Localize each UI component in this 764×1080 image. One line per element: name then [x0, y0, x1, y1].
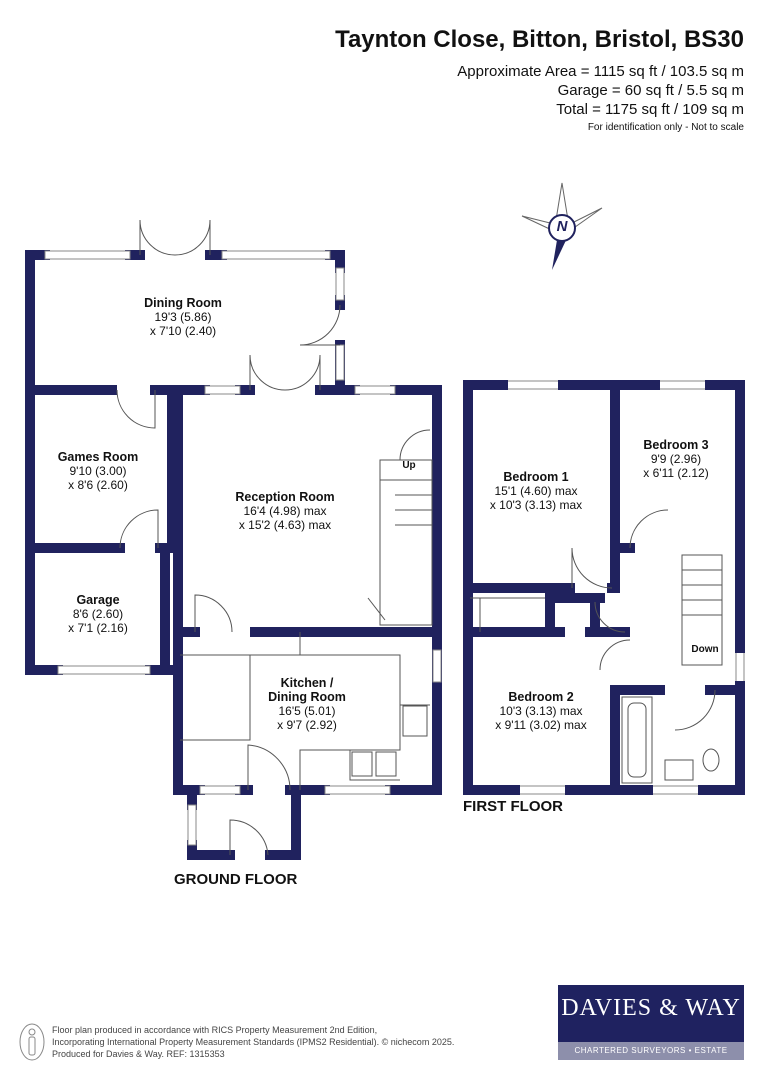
room-reception-room: Reception Room 16'4 (4.98) max x 15'2 (4…: [235, 490, 334, 532]
room-dimension: 16'4 (4.98) max: [243, 504, 327, 518]
room-dimension: x 8'6 (2.60): [68, 478, 128, 492]
footer-line: Floor plan produced in accordance with R…: [52, 1025, 378, 1035]
room-bedroom-3: Bedroom 3 9'9 (2.96) x 6'11 (2.12): [643, 438, 708, 480]
room-bedroom-1: Bedroom 1 15'1 (4.60) max x 10'3 (3.13) …: [490, 470, 582, 512]
person-icon: [19, 1023, 45, 1061]
scale-note: For identification only - Not to scale: [587, 122, 744, 133]
room-dimension: 19'3 (5.86): [154, 310, 212, 324]
room-kitchen-dining-room: Kitchen / Dining Room 16'5 (5.01) x 9'7 …: [268, 676, 346, 732]
room-dining-room: Dining Room 19'3 (5.86) x 7'10 (2.40): [144, 296, 222, 338]
room-dimension: 15'1 (4.60) max: [494, 484, 578, 498]
room-dimension: x 7'1 (2.16): [68, 621, 128, 635]
ground-floor-label: GROUND FLOOR: [174, 871, 298, 888]
room-bedroom-2: Bedroom 2 10'3 (3.13) max x 9'11 (3.02) …: [495, 690, 586, 732]
room-name: Dining Room: [268, 690, 346, 704]
room-name: Garage: [76, 593, 120, 607]
room-name: Reception Room: [235, 490, 335, 504]
property-title: Taynton Close, Bitton, Bristol, BS30: [335, 26, 744, 53]
room-name: Bedroom 1: [503, 470, 569, 484]
first-floor-label: FIRST FLOOR: [463, 798, 563, 815]
footer-line: Incorporating International Property Mea…: [52, 1037, 455, 1047]
stairs-up-label: Up: [402, 460, 416, 471]
first-floor-fixtures: [470, 509, 723, 784]
logo-tagline: CHARTERED SURVEYORS • ESTATE AGENTS: [558, 1042, 744, 1073]
room-name: Kitchen /: [280, 676, 334, 690]
room-games-room: Games Room 9'10 (3.00) x 8'6 (2.60): [58, 450, 139, 492]
footer-line: Produced for Davies & Way. REF: 1315353: [52, 1049, 225, 1059]
room-name: Bedroom 2: [508, 690, 574, 704]
room-name: Games Room: [57, 450, 139, 464]
room-name: Bedroom 3: [643, 438, 709, 452]
room-dimension: 9'10 (3.00): [69, 464, 127, 478]
room-dimension: x 9'7 (2.92): [277, 718, 337, 732]
room-dimension: 10'3 (3.13) max: [499, 704, 583, 718]
room-garage: Garage 8'6 (2.60) x 7'1 (2.16): [68, 593, 128, 635]
room-dimension: 16'5 (5.01): [278, 704, 336, 718]
stairs-down-label: Down: [691, 644, 719, 655]
compass-icon: [521, 182, 603, 270]
room-dimension: x 15'2 (4.63) max: [238, 518, 332, 532]
doors: [116, 219, 433, 856]
room-name: Dining Room: [144, 296, 222, 310]
footer-notes: Floor plan produced in accordance with R…: [52, 1024, 454, 1060]
room-dimension: x 10'3 (3.13) max: [489, 498, 583, 512]
agent-logo: DAVIES & WAY CHARTERED SURVEYORS • ESTAT…: [558, 985, 744, 1073]
approximate-area: Approximate Area = 1115 sq ft / 103.5 sq…: [457, 63, 744, 80]
room-dimension: x 7'10 (2.40): [149, 324, 217, 338]
compass-north-label: N: [556, 218, 568, 235]
room-dimension: 8'6 (2.60): [72, 607, 124, 621]
garage-area: Garage = 60 sq ft / 5.5 sq m: [557, 82, 744, 99]
total-area: Total = 1175 sq ft / 109 sq m: [556, 101, 744, 118]
windows: [44, 250, 745, 846]
room-dimension: x 9'11 (3.02) max: [495, 718, 587, 732]
room-dimension: x 6'11 (2.12): [643, 466, 709, 480]
logo-name: DAVIES & WAY: [561, 995, 741, 1021]
ground-floor-walls: [25, 250, 442, 860]
room-dimension: 9'9 (2.96): [650, 452, 702, 466]
